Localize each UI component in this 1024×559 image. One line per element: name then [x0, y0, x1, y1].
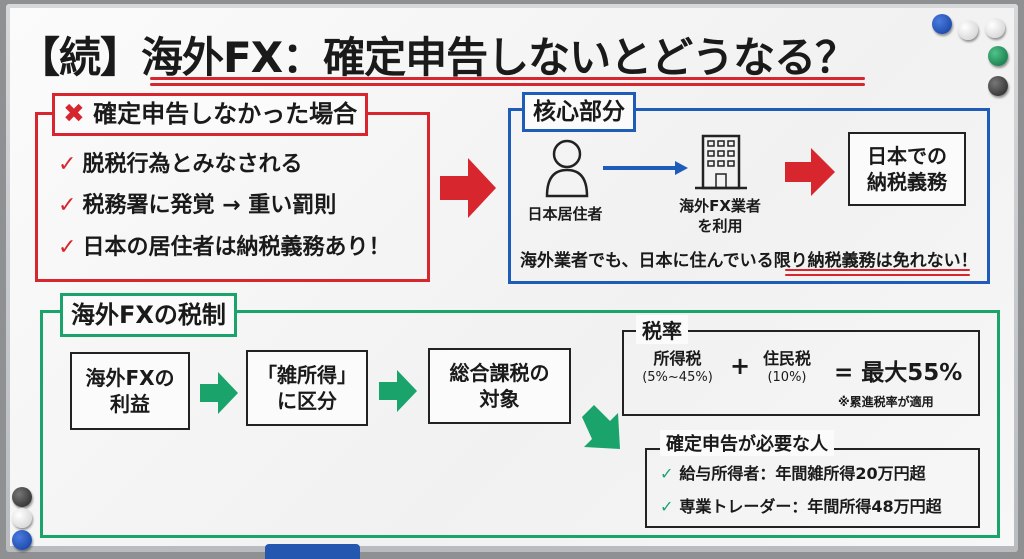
tax-obligation-line2: 納税義務 [867, 170, 947, 194]
no-filing-label-text: 確定申告しなかった場合 [93, 100, 358, 128]
check-icon: ✓ [660, 497, 674, 516]
flow-step-profit: 海外FXの利益 [70, 352, 190, 430]
plus-sign: + [730, 352, 751, 380]
who-label: 確定申告が必要な人 [660, 430, 834, 456]
core-note: 海外業者でも、日本に住んでいる限り納税義務は免れない！ [520, 246, 978, 271]
tax-obligation-line1: 日本での [867, 144, 947, 168]
title-underline [150, 83, 865, 86]
list-item-text: 専業トレーダー：年間所得48万円超 [679, 497, 942, 516]
red-arrow-icon [785, 148, 835, 196]
tax-rate-box [622, 330, 980, 416]
tax-system-label: 海外FXの税制 [60, 293, 237, 337]
flow-step-line1: 総合課税の [449, 361, 550, 385]
list-item-text: 給与所得者：年間雑所得20万円超 [679, 464, 926, 483]
magnet-white [985, 18, 1005, 38]
green-arrow-icon [379, 370, 417, 412]
no-filing-label: ✖ 確定申告しなかった場合 [52, 93, 369, 136]
note-underline [785, 269, 970, 271]
title-underline [150, 77, 865, 80]
check-icon: ✓ [58, 193, 77, 218]
tax-system-box [40, 310, 1000, 538]
list-item: ✓脱税行為とみなされる [58, 146, 302, 178]
max-tax-rate: = 最大55% [834, 360, 963, 386]
broker-label-line1: 海外FX業者 [679, 197, 761, 215]
flow-step-line2: に区分 [277, 389, 337, 413]
magnet-green [988, 46, 1008, 66]
core-label: 核心部分 [522, 92, 636, 132]
flow-step-misc-income: 「雑所得」に区分 [246, 350, 368, 426]
tax-obligation-box: 日本での納税義務 [848, 132, 966, 206]
income-tax-range: (5%~45%) [642, 370, 713, 385]
check-icon: ✓ [58, 152, 77, 177]
core-note-emphasis: 納税義務は免れない！ [807, 251, 978, 271]
green-diagonal-arrow-icon [582, 405, 620, 449]
income-tax-label: 所得税 [653, 349, 702, 368]
magnet-black [12, 487, 32, 507]
check-icon: ✓ [660, 464, 674, 483]
broker-label: 海外FX業者を利用 [665, 196, 775, 237]
list-item-text: 税務署に発覚 → 重い罰則 [82, 193, 337, 218]
blue-arrow-icon [603, 161, 688, 175]
x-mark-icon: ✖ [63, 99, 85, 129]
magnet-blue [12, 530, 32, 550]
note-underline [785, 274, 970, 276]
building-icon [695, 134, 747, 190]
list-item-text: 日本の居住者は納税義務あり！ [82, 235, 391, 260]
list-item-text: 脱税行為とみなされる [82, 152, 303, 177]
list-item: ✓税務署に発覚 → 重い罰則 [58, 187, 336, 219]
person-icon [545, 139, 589, 198]
list-item: ✓ 専業トレーダー：年間所得48万円超 [660, 493, 942, 517]
magnet-white [958, 20, 978, 40]
tax-rate-label: 税率 [636, 315, 688, 344]
magnet-black [988, 76, 1008, 96]
red-arrow-icon [440, 158, 496, 218]
progressive-note: ※累進税率が適用 [838, 395, 934, 409]
broker-label-line2: を利用 [697, 217, 743, 236]
flow-step-line2: 利益 [110, 392, 150, 416]
page-title: 【続】海外FX：確定申告しないとどうなる？ [18, 33, 857, 82]
flow-step-line1: 海外FXの [85, 366, 175, 390]
resident-tax-label: 住民税 [762, 349, 811, 368]
list-item: ✓日本の居住者は納税義務あり！ [58, 229, 390, 261]
green-arrow-icon [200, 372, 238, 414]
magnet-white [12, 508, 32, 528]
magnet-blue [932, 14, 952, 34]
flow-step-line2: 対象 [479, 387, 520, 411]
resident-tax-rate: (10%) [767, 370, 807, 385]
flow-step-line1: 「雑所得」 [257, 363, 357, 387]
list-item: ✓ 給与所得者：年間雑所得20万円超 [660, 460, 926, 484]
core-box [508, 108, 990, 284]
check-icon: ✓ [58, 235, 77, 260]
core-note-prefix: 海外業者でも、日本に住んでいる限り [520, 251, 808, 271]
flow-step-comprehensive-tax: 総合課税の対象 [428, 348, 571, 424]
eraser [265, 544, 360, 559]
person-label: 日本居住者 [527, 205, 603, 223]
